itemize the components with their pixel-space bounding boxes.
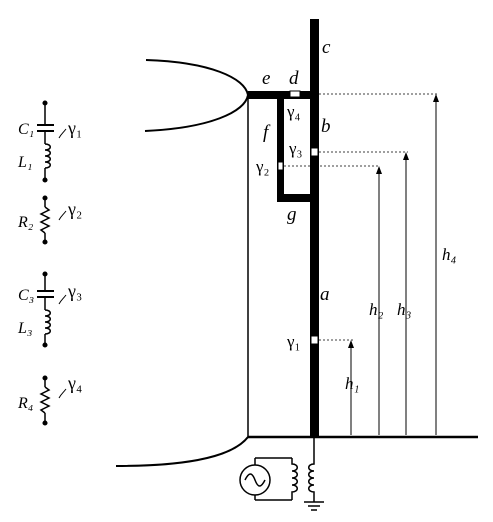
legend-l3: L₃: [17, 320, 32, 337]
h1-dimension: [319, 339, 354, 435]
legend-gamma3: γ₃: [67, 281, 82, 301]
label-h4: h₄: [442, 245, 457, 264]
legend-gamma4: γ₄: [67, 373, 82, 393]
legend-r4: R₄: [17, 395, 33, 412]
legend-gamma1: γ₁: [67, 118, 82, 138]
legend-c1: C₁: [18, 121, 34, 138]
label-gamma1: γ₁: [286, 332, 300, 351]
label-e: e: [262, 68, 270, 89]
legend-l1: L₁: [17, 154, 32, 171]
gap-gamma3: [310, 147, 319, 157]
hull-upper-curve: [144, 59, 250, 132]
label-a: a: [320, 284, 330, 305]
label-gamma2: γ₂: [255, 157, 269, 176]
label-c: c: [322, 37, 331, 58]
legend-c3: C₃: [18, 287, 34, 304]
loop-f-vertical: [277, 96, 284, 202]
label-g: g: [287, 204, 297, 225]
ac-source-icon: [239, 457, 292, 501]
label-b: b: [321, 116, 331, 137]
legend-r-2: [39, 195, 67, 245]
label-d: d: [289, 68, 299, 89]
legend-lc-1: [37, 100, 67, 183]
label-f: f: [263, 122, 271, 143]
legend-r-4: [39, 375, 67, 426]
gap-gamma4: [289, 90, 301, 98]
legend-gamma2: γ₂: [67, 199, 82, 219]
h4-dimension: [319, 93, 439, 435]
antenna-mast: [310, 19, 319, 437]
label-h3: h₃: [397, 300, 412, 319]
legend-r2: R₂: [17, 214, 34, 231]
legend-lc-3: [37, 271, 67, 348]
loop-g-horizontal: [277, 194, 314, 202]
h2-dimension: [284, 165, 382, 435]
h3-dimension: [319, 151, 409, 435]
gap-gamma1: [310, 335, 319, 345]
hull-lower-curve: [115, 436, 249, 467]
label-h1: h₁: [345, 374, 359, 393]
ground-symbol-icon: [304, 501, 324, 511]
arm-e: [248, 91, 314, 99]
label-h2: h₂: [369, 300, 384, 319]
transformer-icon: [291, 437, 315, 502]
label-gamma3: γ₃: [288, 139, 303, 158]
label-gamma4: γ₄: [286, 102, 301, 121]
gap-gamma2: [277, 161, 284, 171]
